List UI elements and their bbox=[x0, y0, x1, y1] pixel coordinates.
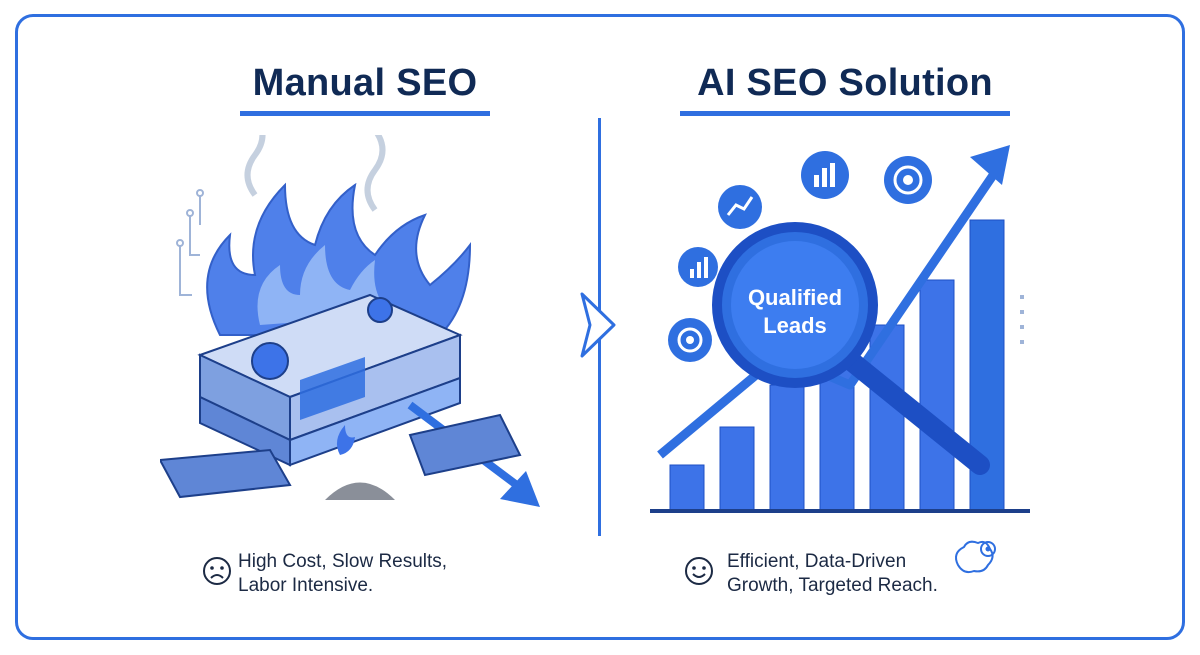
ai-seo-caption: Efficient, Data-Driven Growth, Targeted … bbox=[727, 550, 987, 598]
caption-line: Efficient, Data-Driven bbox=[727, 551, 907, 572]
bar-bubble-icon bbox=[801, 151, 849, 199]
magnifier-label-line2: Leads bbox=[763, 313, 827, 338]
caption-line: High Cost, Slow Results, bbox=[238, 551, 448, 572]
burning-money-illustration bbox=[160, 135, 540, 507]
caption-line: Labor Intensive. bbox=[238, 575, 374, 596]
title-underline bbox=[240, 111, 490, 116]
brain-gear-icon bbox=[955, 540, 996, 574]
title-underline bbox=[680, 111, 1010, 116]
caption-line: Growth, Targeted Reach. bbox=[727, 575, 938, 596]
manual-seo-caption: High Cost, Slow Results, Labor Intensive… bbox=[238, 550, 498, 598]
chart-bubble-icon bbox=[718, 185, 762, 229]
ai-seo-title: AI SEO Solution bbox=[680, 62, 1010, 116]
manual-seo-title: Manual SEO bbox=[240, 62, 490, 116]
smile-face-icon bbox=[685, 557, 713, 585]
magnifier-label-line1: Qualified bbox=[748, 285, 842, 310]
bar-small-bubble-icon bbox=[678, 247, 718, 287]
chevron-right-icon bbox=[580, 292, 616, 358]
target-small-bubble-icon bbox=[668, 318, 712, 362]
sad-face-icon bbox=[203, 557, 231, 585]
growth-chart-illustration: Qualified Leads bbox=[650, 145, 1030, 513]
target-bubble-icon bbox=[884, 156, 932, 204]
